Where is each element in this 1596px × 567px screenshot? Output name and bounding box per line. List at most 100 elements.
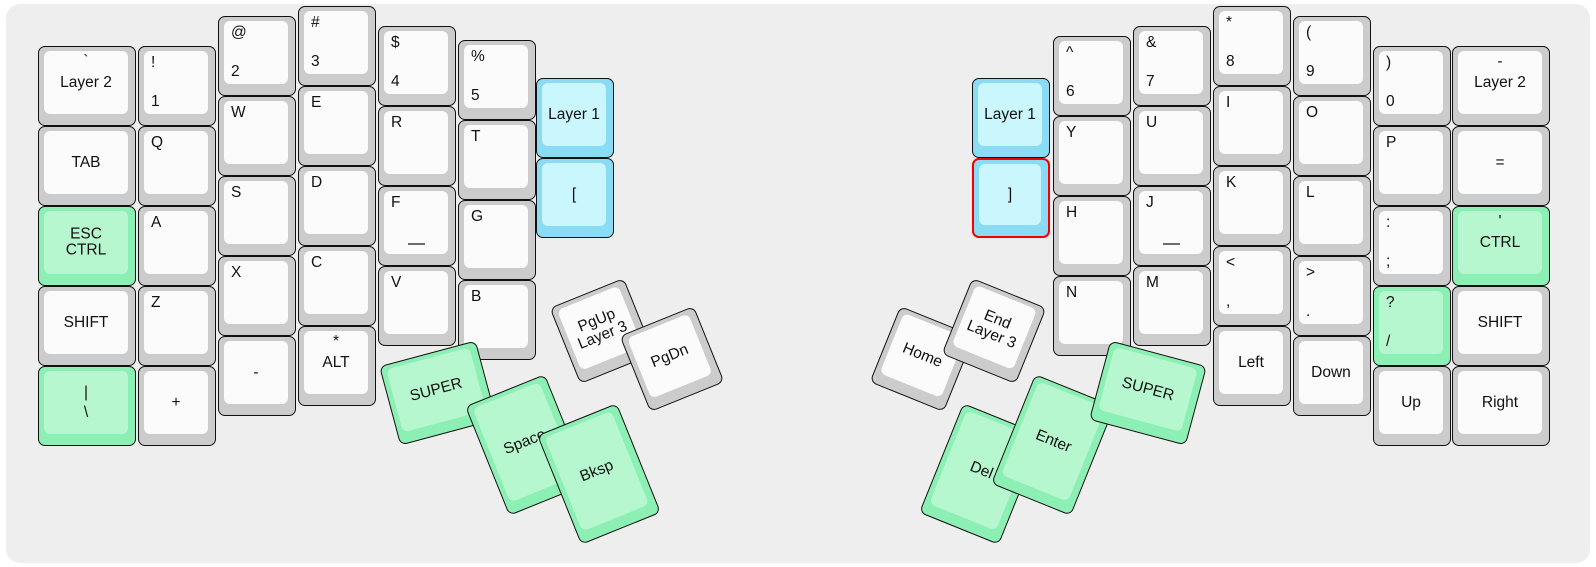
key-g[interactable]: G [458,200,536,280]
key-legend-shifted: @ [231,24,247,41]
key-cap: + [144,371,208,434]
key-l[interactable]: L [1293,176,1371,256]
key-up[interactable]: Up [1373,366,1451,446]
key-cap: SHIFT [1458,291,1542,354]
key-cap: SUPER [1097,346,1198,432]
key-c[interactable]: C [298,246,376,326]
key-z[interactable]: Z [138,286,216,366]
key-ctrl[interactable]: 'CTRL [1452,206,1550,286]
key-legend-shifted: - [1497,53,1503,70]
key-x[interactable]: X [218,256,296,336]
key-legend-shifted: ! [151,54,156,71]
key-1[interactable]: !1 [138,46,216,126]
key-shift[interactable]: SHIFT [38,286,136,366]
key-key[interactable]: - [218,336,296,416]
key-h[interactable]: H [1053,196,1131,276]
key-legend: N [1066,284,1078,301]
key-layer-1[interactable]: Layer 1 [972,78,1050,158]
key-legend-shifted: : [1386,214,1391,231]
key-cap: :; [1379,211,1443,274]
key-key[interactable]: >. [1293,256,1371,336]
key-f[interactable]: F [378,186,456,266]
key-w[interactable]: W [218,96,296,176]
key-j[interactable]: J [1133,186,1211,266]
key-v[interactable]: V [378,266,456,346]
key-down[interactable]: Down [1293,336,1371,416]
key-legend: 6 [1066,82,1075,100]
key-layer-2[interactable]: `Layer 2 [38,46,136,126]
key-cap: D [304,171,368,234]
key-legend: SUPER [407,374,464,405]
key-8[interactable]: *8 [1213,6,1291,86]
key-key[interactable]: :; [1373,206,1451,286]
key-y[interactable]: Y [1053,116,1131,196]
key-s[interactable]: S [218,176,296,256]
key-r[interactable]: R [378,106,456,186]
key-key[interactable]: [ [536,158,614,238]
key-2[interactable]: @2 [218,16,296,96]
key-legend: I [1226,94,1231,111]
key-legend-shifted: & [1146,34,1157,51]
key-u[interactable]: U [1133,106,1211,186]
homing-bar-icon [1163,243,1180,245]
key-5[interactable]: %5 [458,40,536,120]
key-legend: ] [1007,185,1013,203]
key-k[interactable]: K [1213,166,1291,246]
key-cap: Layer 1 [978,83,1042,146]
key-cap: TAB [44,131,128,194]
key-p[interactable]: P [1373,126,1451,206]
key-o[interactable]: O [1293,96,1371,176]
key-legend: , [1226,292,1231,310]
key-key[interactable]: + [138,366,216,446]
key-i[interactable]: I [1213,86,1291,166]
key-legend: 9 [1306,62,1315,80]
key-a[interactable]: A [138,206,216,286]
key-legend: SHIFT [63,313,109,331]
key-legend: S [231,184,242,201]
key-layer-1[interactable]: Layer 1 [536,78,614,158]
key-q[interactable]: Q [138,126,216,206]
key-key[interactable]: <, [1213,246,1291,326]
key-key[interactable]: ?/ [1373,286,1451,366]
key-key[interactable]: = [1452,126,1550,206]
key-cap: Q [144,131,208,194]
key-m[interactable]: M [1133,266,1211,346]
key-esc-ctrl[interactable]: ESC CTRL [38,206,136,286]
key-legend: F [391,194,401,211]
key-legend: Down [1311,363,1351,381]
key-alt[interactable]: *ALT [298,326,376,406]
key-cap: ESC CTRL [44,211,128,274]
key-legend: 8 [1226,52,1235,70]
key-cap: F [384,191,448,254]
key-cap: J [1139,191,1203,254]
key-shift[interactable]: SHIFT [1452,286,1550,366]
key-legend: ESC CTRL [65,225,107,259]
key-legend: Enter [1033,425,1074,456]
key-6[interactable]: ^6 [1053,36,1131,116]
key-cap: Layer 1 [542,83,606,146]
key-d[interactable]: D [298,166,376,246]
key-cap: R [384,111,448,174]
key-e[interactable]: E [298,86,376,166]
key-9[interactable]: (9 [1293,16,1371,96]
key-layer-2[interactable]: - Layer 2 [1452,46,1550,126]
key-left[interactable]: Left [1213,326,1291,406]
key-4[interactable]: $4 [378,26,456,106]
key-t[interactable]: T [458,120,536,200]
key-legend: Bksp [577,456,616,485]
key-right[interactable]: Right [1452,366,1550,446]
key-cap: >. [1299,261,1363,324]
key-0[interactable]: )0 [1373,46,1451,126]
key-legend: Layer 2 [1474,73,1526,91]
key-tab[interactable]: TAB [38,126,136,206]
key-7[interactable]: &7 [1133,26,1211,106]
key-3[interactable]: #3 [298,6,376,86]
key-legend: O [1306,104,1319,121]
key-legend: L [1306,184,1315,201]
key-key[interactable]: ] [972,158,1050,238]
key-cap: (9 [1299,21,1363,84]
key-legend: X [231,264,242,281]
key-legend: 0 [1386,92,1395,110]
key-legend: 1 [151,92,160,110]
key-key[interactable]: |\ [38,366,136,446]
